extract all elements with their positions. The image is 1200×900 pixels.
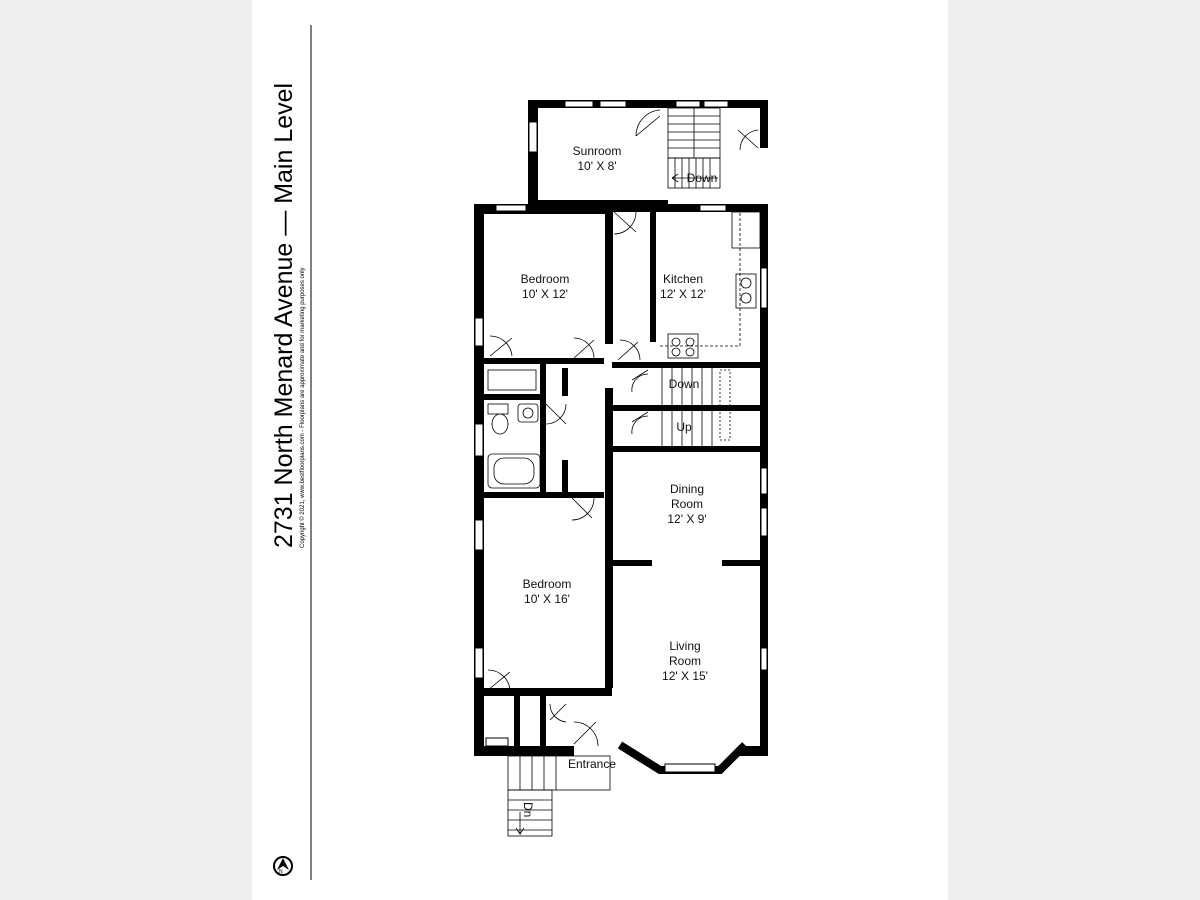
stair-label-rear-down: Down: [687, 171, 718, 185]
dining-size: 12' X 9': [667, 512, 706, 526]
room-label-kitchen: Kitchen 12' X 12': [660, 272, 706, 301]
entrance-label: Entrance: [568, 757, 616, 771]
bedroom-upper-size: 10' X 12': [522, 287, 568, 301]
bay-window: [617, 741, 748, 774]
living-size: 12' X 15': [662, 669, 708, 683]
dining-name-line1: Dining: [670, 482, 704, 496]
stair-label-front-dn: Dn: [521, 802, 535, 817]
floor-plan: Sunroom 10' X 8' Bedroom 10' X 12' Kitch…: [474, 100, 768, 837]
room-label-living: Living Room 12' X 15': [662, 639, 708, 683]
room-label-bedroom-upper: Bedroom 10' X 12': [521, 272, 570, 301]
kitchen-size: 12' X 12': [660, 287, 706, 301]
interior-walls: [484, 208, 762, 750]
bedroom-lower-size: 10' X 16': [524, 592, 570, 606]
stairs-rear: [667, 107, 721, 189]
stair-label-interior-down: Down: [669, 377, 700, 391]
kitchen-name: Kitchen: [663, 272, 703, 286]
stairs-front: [507, 755, 611, 837]
stairs-interior: [661, 368, 731, 446]
svg-text:N: N: [279, 869, 283, 875]
bedroom-upper-name: Bedroom: [521, 272, 570, 286]
floorplan-sheet: 2731 North Menard Avenue — Main Level Co…: [252, 0, 948, 900]
room-label-bedroom-lower: Bedroom 10' X 16': [523, 577, 572, 606]
kitchen-fixtures: [660, 211, 761, 359]
room-label-dining: Dining Room 12' X 9': [667, 482, 706, 526]
bedroom-lower-name: Bedroom: [523, 577, 572, 591]
dining-name-line2: Room: [671, 497, 703, 511]
sunroom-name: Sunroom: [573, 144, 622, 158]
sunroom-size: 10' X 8': [577, 159, 616, 173]
copyright-note: Copyright © 2021, www.bestfloorplans.com…: [299, 267, 306, 548]
plan-title: 2731 North Menard Avenue — Main Level: [270, 83, 298, 548]
floorplan-drawing: 2731 North Menard Avenue — Main Level Co…: [270, 25, 768, 880]
north-arrow-icon: N: [273, 856, 293, 876]
living-name-line1: Living: [669, 639, 700, 653]
stair-label-interior-up: Up: [676, 420, 692, 434]
room-label-sunroom: Sunroom 10' X 8': [573, 144, 622, 173]
bathroom-fixtures: [487, 369, 541, 489]
exterior-walls: [474, 100, 768, 756]
door-swings: [487, 109, 759, 747]
living-name-line2: Room: [669, 654, 701, 668]
windows: [474, 100, 768, 747]
